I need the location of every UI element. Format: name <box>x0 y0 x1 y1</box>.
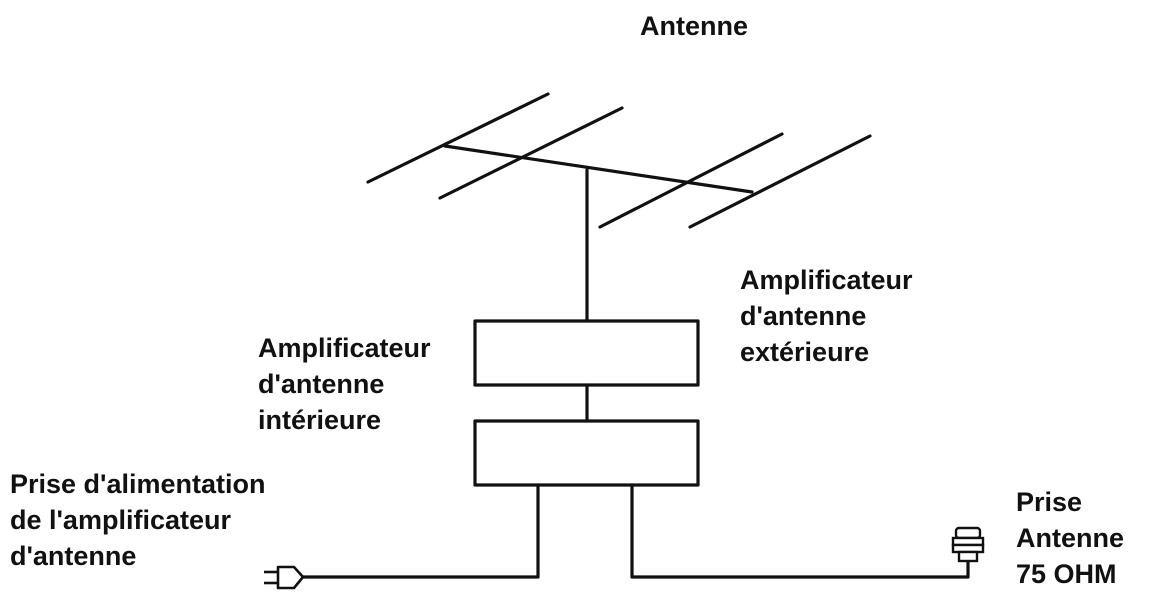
antenna-element-3 <box>598 132 784 229</box>
indoor-amplifier-label-line-2: d'antenne <box>258 369 385 399</box>
indoor-amplifier-label-line-3: intérieure <box>258 405 382 435</box>
power-plug-label: Prise d'alimentation de l'amplificateur … <box>10 466 266 574</box>
coax-socket-icon <box>951 526 985 563</box>
power-plug-label-line-3: d'antenne <box>10 541 137 571</box>
antenna-boom <box>443 144 754 194</box>
outdoor-amplifier-label-line-1: Amplificateur <box>740 265 913 295</box>
power-cable <box>300 483 540 579</box>
indoor-amplifier-box <box>473 419 700 487</box>
antenna-label: Antenne <box>640 8 748 44</box>
antenna-cable <box>630 483 970 579</box>
antenna-element-2 <box>438 106 624 200</box>
power-plug-icon <box>264 565 305 590</box>
outdoor-amplifier-box <box>473 319 700 387</box>
indoor-amplifier-label: Amplificateur d'antenne intérieure <box>258 330 431 438</box>
antenna-socket-label-line-2: Antenne <box>1016 523 1124 553</box>
antenna-socket-label: Prise Antenne 75 OHM <box>1016 484 1124 592</box>
antenna-socket-label-line-1: Prise <box>1016 487 1083 517</box>
antenna-label-text: Antenne <box>640 11 748 41</box>
antenna-element-1 <box>366 92 550 184</box>
antenna-socket-label-line-3: 75 OHM <box>1016 559 1117 589</box>
indoor-amplifier-label-line-1: Amplificateur <box>258 333 431 363</box>
power-plug-label-line-2: de l'amplificateur <box>10 505 231 535</box>
outdoor-amplifier-label-line-2: d'antenne <box>740 301 867 331</box>
power-plug-label-line-1: Prise d'alimentation <box>10 469 266 499</box>
outdoor-amplifier-label-line-3: extérieure <box>740 337 870 367</box>
antenna-element-4 <box>688 134 872 229</box>
outdoor-amplifier-label: Amplificateur d'antenne extérieure <box>740 262 913 370</box>
